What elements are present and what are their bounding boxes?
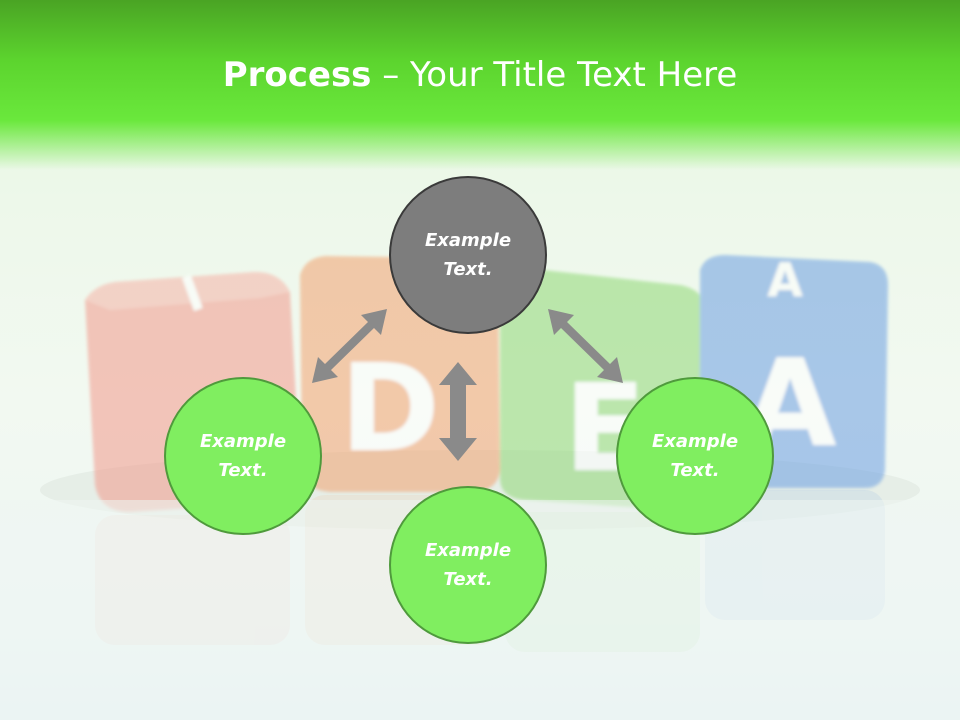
node-bottom[interactable]: Example Text. xyxy=(389,486,547,644)
title-bold: Process xyxy=(222,55,372,95)
node-left-text: Example Text. xyxy=(199,431,287,481)
arrow-vertical xyxy=(439,362,477,461)
node-right-text: Example Text. xyxy=(651,431,739,481)
header-band xyxy=(0,0,960,170)
block-letter-a-top: A xyxy=(767,253,803,307)
title-rest: – Your Title Text Here xyxy=(371,55,738,95)
node-top[interactable]: Example Text. xyxy=(389,176,547,334)
arrow-top-left xyxy=(312,309,387,383)
slide-title: Process – Your Title Text Here xyxy=(0,50,960,100)
node-left[interactable]: Example Text. xyxy=(164,377,322,535)
arrow-top-right xyxy=(548,309,623,383)
block-letter-d: D xyxy=(340,340,440,479)
node-top-text: Example Text. xyxy=(424,230,512,280)
node-bottom-text: Example Text. xyxy=(424,540,512,590)
node-right[interactable]: Example Text. xyxy=(616,377,774,535)
